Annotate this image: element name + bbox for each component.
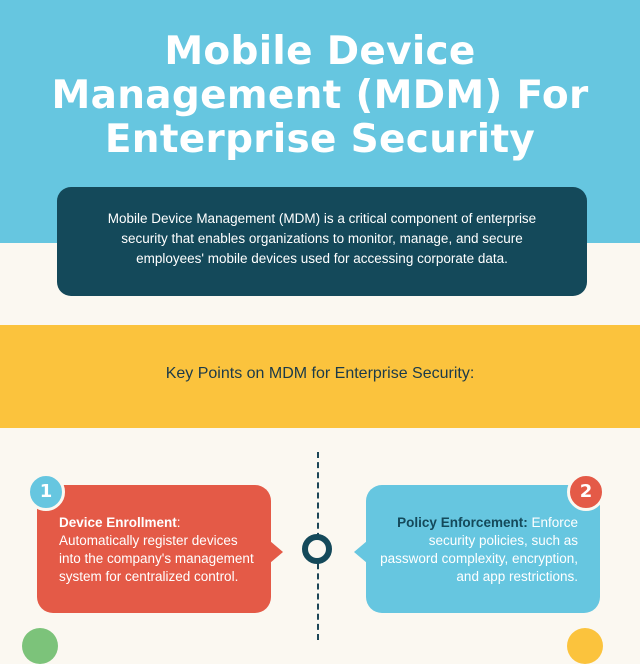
point-badge-4-partial [567, 628, 603, 664]
page-title: Mobile Device Management (MDM) For Enter… [0, 30, 640, 162]
section-band: Key Points on MDM for Enterprise Securit… [0, 325, 640, 428]
title-line-3: Enterprise Security [104, 117, 536, 162]
point-title-policy-enforcement: Policy Enforcement: [397, 515, 528, 530]
point-number-badge-1: 1 [27, 473, 65, 511]
title-line-2: Management (MDM) For [51, 73, 589, 118]
point-badge-3-partial [22, 628, 58, 664]
title-line-1: Mobile Device [164, 29, 476, 74]
point-title-separator: : [176, 515, 181, 530]
intro-text: Mobile Device Management (MDM) is a crit… [107, 211, 537, 266]
point-number-badge-2: 2 [567, 473, 605, 511]
section-heading: Key Points on MDM for Enterprise Securit… [165, 365, 475, 382]
point-card-policy-enforcement: Policy Enforcement: Enforce security pol… [354, 485, 600, 613]
point-title-device-enrollment: Device Enrollment [59, 515, 177, 530]
timeline-node [302, 534, 332, 564]
intro-box: Mobile Device Management (MDM) is a crit… [57, 187, 587, 296]
point-card-device-enrollment: Device Enrollment: Automatically registe… [37, 485, 283, 613]
point-body-device-enrollment: Automatically register devices into the … [59, 533, 254, 584]
point-body-policy-enforcement: Enforce security policies, such as passw… [380, 515, 578, 584]
